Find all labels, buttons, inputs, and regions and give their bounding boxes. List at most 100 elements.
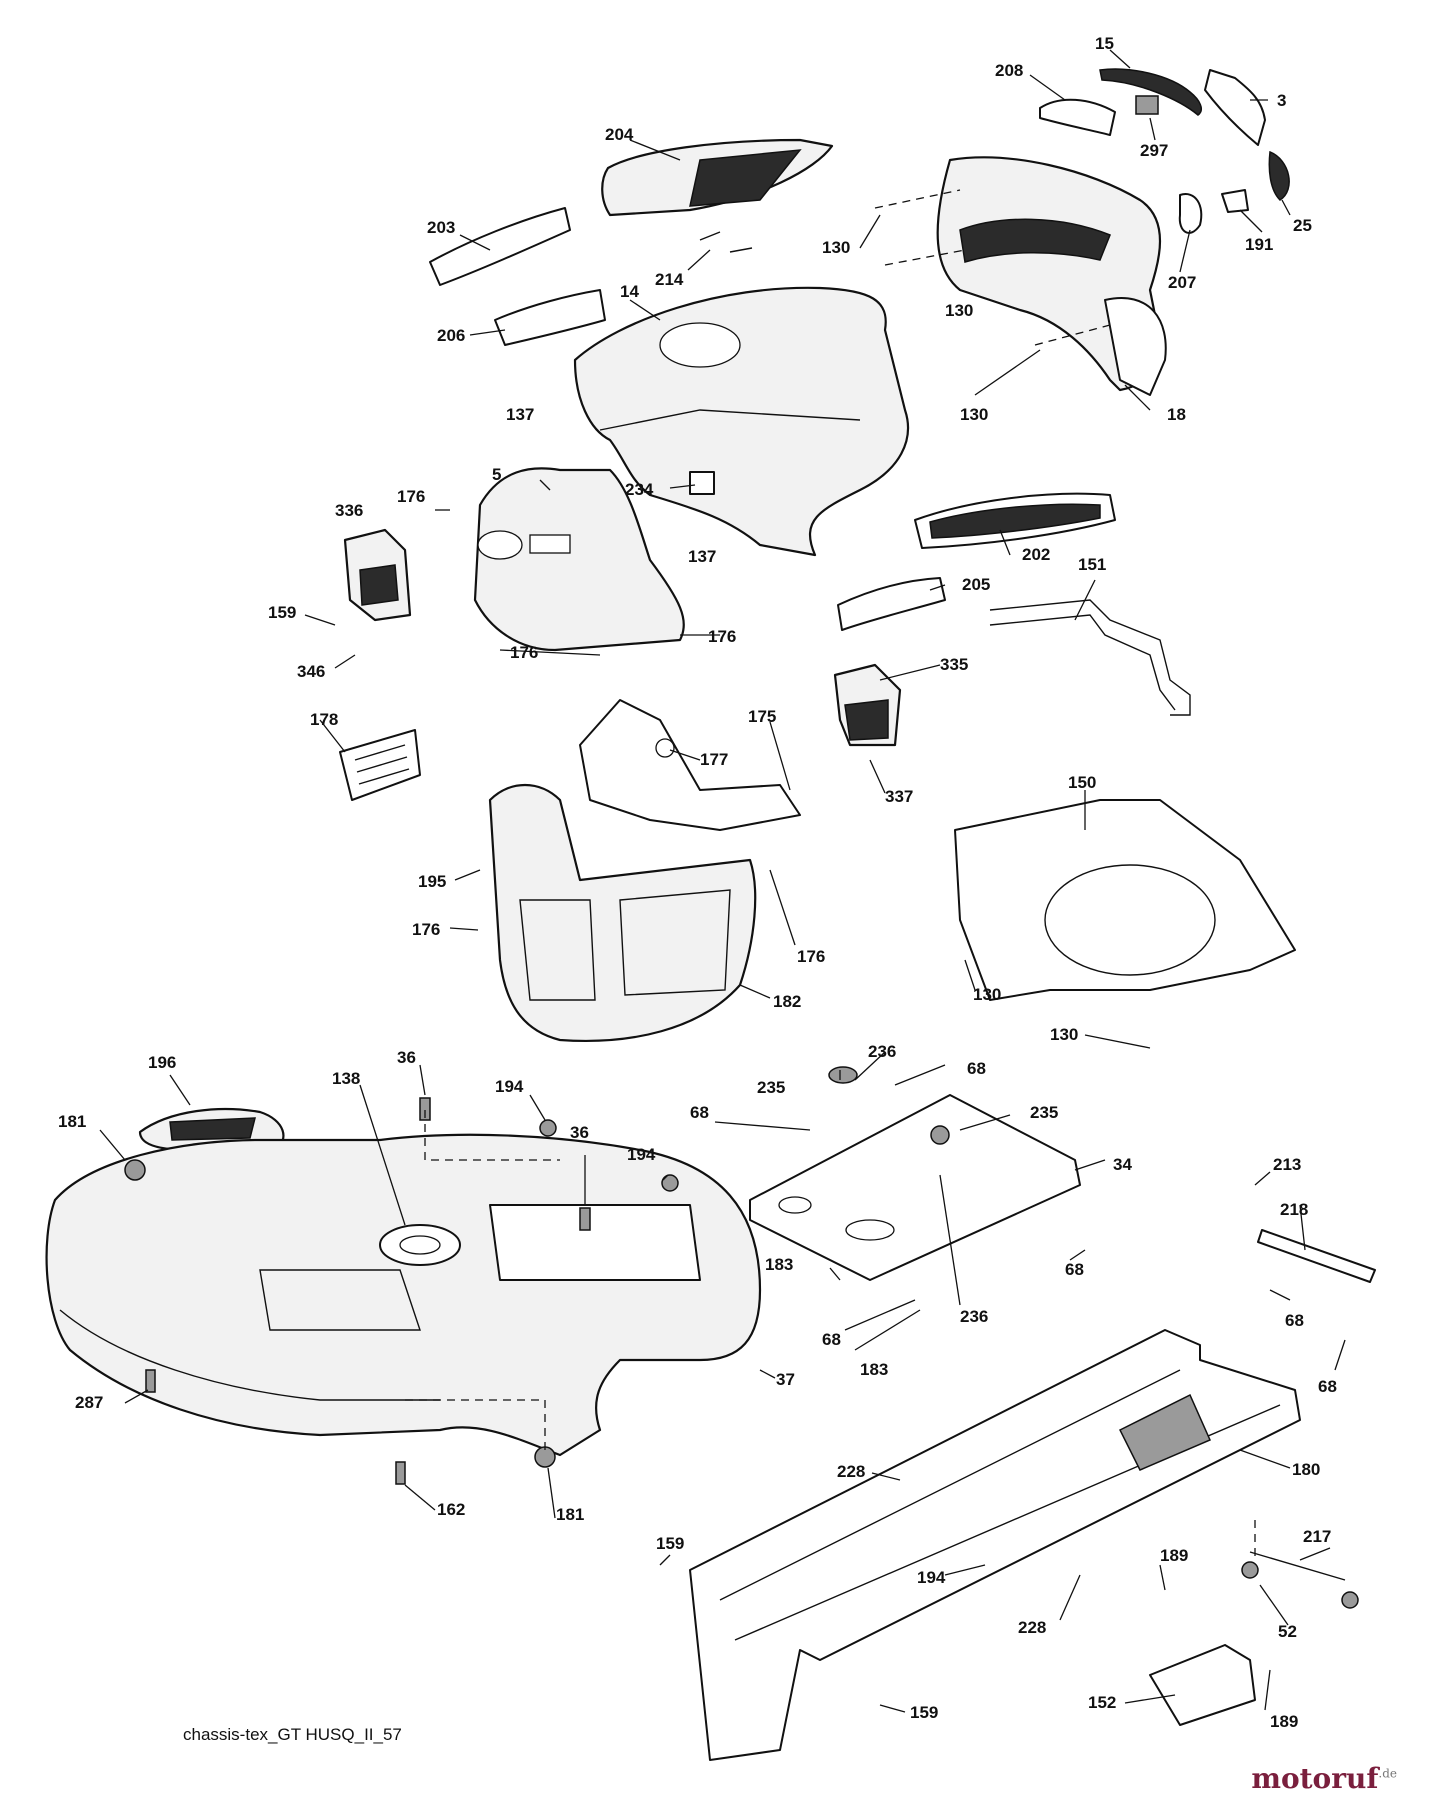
callout-130-c: 130 <box>960 405 988 424</box>
callout-346: 346 <box>297 662 325 681</box>
callout-195: 195 <box>418 872 446 891</box>
callout-34: 34 <box>1113 1155 1132 1174</box>
callout-25: 25 <box>1293 216 1312 235</box>
part-151-bracket <box>989 599 1191 716</box>
callout-176-b: 176 <box>708 627 736 646</box>
part-36-bolt-b <box>579 1207 591 1231</box>
callout-68-f: 68 <box>1318 1377 1337 1396</box>
callout-236-a: 236 <box>868 1042 896 1061</box>
callout-68-c: 68 <box>1065 1260 1084 1279</box>
part-5-gauge <box>477 530 523 560</box>
part-178-slots <box>354 744 410 785</box>
part-37-tray <box>489 1204 701 1281</box>
assembly-line-4 <box>424 1110 560 1161</box>
part-151-bracket-b <box>989 614 1176 711</box>
callout-68-b: 68 <box>690 1103 709 1122</box>
part-162-screw <box>395 1461 406 1485</box>
part-208-bracket <box>1039 98 1116 136</box>
part-34-plate <box>749 1094 1081 1281</box>
callout-159-c: 159 <box>910 1703 938 1722</box>
callout-217: 217 <box>1303 1527 1331 1546</box>
part-182-body <box>488 783 757 1043</box>
callout-194-a: 194 <box>495 1077 524 1096</box>
callout-181-b: 181 <box>556 1505 584 1524</box>
callout-130-e: 130 <box>1050 1025 1078 1044</box>
callout-176-a: 176 <box>397 487 425 506</box>
callout-207: 207 <box>1168 273 1196 292</box>
brand-logo: motoruf.de <box>1251 1762 1397 1795</box>
part-236-bushing <box>930 1125 950 1145</box>
callout-337: 337 <box>885 787 913 806</box>
callout-182: 182 <box>773 992 801 1011</box>
leader-lines <box>99 49 1346 1713</box>
part-36-bolt-a <box>419 1097 431 1121</box>
callout-14: 14 <box>620 282 639 301</box>
part-194-nut-a <box>539 1119 557 1137</box>
part-204-vent <box>689 149 802 207</box>
part-14-dash-cover <box>573 286 910 557</box>
part-206-trim <box>494 289 606 346</box>
part-335-mesh <box>844 699 889 741</box>
part-202-mesh <box>929 503 1101 539</box>
callout-37: 37 <box>776 1370 795 1389</box>
callout-183-a: 183 <box>765 1255 793 1274</box>
callout-180: 180 <box>1292 1460 1320 1479</box>
part-150-plate <box>954 799 1296 1001</box>
part-37-rim <box>59 1309 440 1401</box>
callout-236-b: 236 <box>960 1307 988 1326</box>
callout-159-a: 159 <box>268 603 296 622</box>
part-175-bracket <box>579 699 801 831</box>
part-287-screw <box>145 1369 156 1393</box>
part-182-frame-b <box>619 889 731 996</box>
part-18-grille <box>1104 297 1167 396</box>
diagram-caption: chassis-tex_GT HUSQ_II_57 <box>183 1725 402 1744</box>
callout-137-a: 137 <box>506 405 534 424</box>
callout-191: 191 <box>1245 235 1273 254</box>
callout-138: 138 <box>332 1069 360 1088</box>
callout-162: 162 <box>437 1500 465 1519</box>
callout-176-e: 176 <box>797 947 825 966</box>
callout-152: 152 <box>1088 1693 1116 1712</box>
callout-196: 196 <box>148 1053 176 1072</box>
callout-205: 205 <box>962 575 990 594</box>
callout-189-b: 189 <box>1270 1712 1298 1731</box>
part-152-bracket <box>1149 1644 1256 1726</box>
callout-183-b: 183 <box>860 1360 888 1379</box>
callout-194-b: 194 <box>627 1145 656 1164</box>
callout-68-e: 68 <box>822 1330 841 1349</box>
part-235-spacer <box>828 1066 858 1084</box>
callout-336: 336 <box>335 501 363 520</box>
part-207-bracket <box>1178 193 1203 234</box>
callout-235-b: 235 <box>1030 1103 1058 1122</box>
part-196-grip <box>169 1117 256 1141</box>
part-205-trim <box>837 577 946 631</box>
callout-189-a: 189 <box>1160 1546 1188 1565</box>
callout-213: 213 <box>1273 1155 1301 1174</box>
callout-159-b: 159 <box>656 1534 684 1553</box>
part-5-console <box>473 467 685 652</box>
callout-235-a: 235 <box>757 1078 785 1097</box>
assembly-line-5 <box>400 1399 546 1450</box>
part-191-clip <box>1221 189 1249 213</box>
part-234-label <box>689 471 715 495</box>
part-25-trim <box>1268 150 1290 201</box>
callout-176-c: 176 <box>510 643 538 662</box>
part-203-trim <box>429 207 571 286</box>
callout-176-d: 176 <box>412 920 440 939</box>
callout-52: 52 <box>1278 1622 1297 1641</box>
callout-130-d: 130 <box>973 985 1001 1004</box>
callout-218: 218 <box>1280 1200 1308 1219</box>
callout-203: 203 <box>427 218 455 237</box>
part-181-fastener-a <box>124 1159 146 1181</box>
brand-suffix: .de <box>1378 1766 1397 1781</box>
part-15-strip <box>1099 68 1202 116</box>
part-34-hole-a <box>778 1196 812 1214</box>
callout-3: 3 <box>1277 91 1286 110</box>
callout-68-a: 68 <box>967 1059 986 1078</box>
callout-287: 287 <box>75 1393 103 1412</box>
callout-5: 5 <box>492 465 501 484</box>
callout-335: 335 <box>940 655 968 674</box>
part-3-panel <box>1204 69 1266 146</box>
part-138-boot-hole <box>399 1235 441 1255</box>
